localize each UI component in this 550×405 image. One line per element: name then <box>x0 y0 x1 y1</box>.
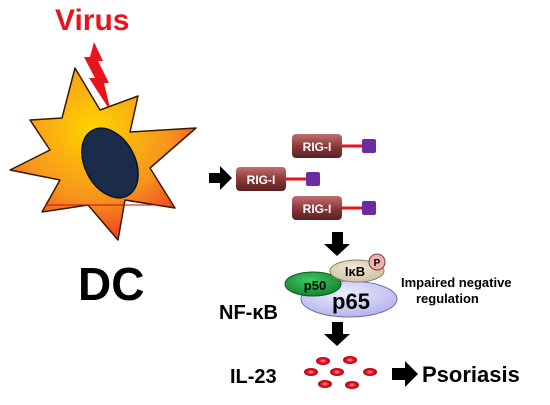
nfkb-label: NF-κB <box>219 302 278 324</box>
ikb-label: IκB <box>345 264 365 279</box>
il23-dot <box>343 356 357 364</box>
virus-label: Virus <box>55 4 130 37</box>
rig-i-top: RIG-I <box>292 134 376 158</box>
il23-dot <box>363 368 377 376</box>
p65-label: p65 <box>332 289 370 314</box>
psoriasis-label: Psoriasis <box>422 362 520 387</box>
impaired-note-line2: regulation <box>416 291 479 306</box>
dendritic-cell <box>9 67 197 241</box>
il23-dot <box>330 368 344 376</box>
rig-i-box <box>292 134 342 158</box>
nfkb-complex: p65 p50 IκB P <box>284 253 398 318</box>
rig-i-box <box>292 196 342 220</box>
dc-label: DC <box>78 258 144 310</box>
arrow-down-icon <box>324 232 350 256</box>
il23-dot <box>318 380 332 388</box>
rig-i-card-domain <box>362 139 376 153</box>
il23-cytokines <box>304 356 377 389</box>
rig-i-card-domain <box>362 201 376 215</box>
arrow-right-icon <box>209 166 232 190</box>
arrow-down-icon <box>324 322 350 346</box>
p50-subunit <box>284 271 342 297</box>
phosphate-label: P <box>374 258 381 269</box>
rig-i-label: RIG-I <box>247 173 276 187</box>
p50-label: p50 <box>304 278 326 293</box>
rig-i-label: RIG-I <box>303 140 332 154</box>
rig-i-box <box>236 167 286 191</box>
il23-dot <box>345 381 359 389</box>
lightning-bolt-icon <box>84 42 111 112</box>
phosphate-circle <box>368 253 386 271</box>
il23-dot <box>316 357 330 365</box>
arrow-right-icon <box>392 361 418 387</box>
rig-i-middle: RIG-I <box>236 167 320 191</box>
rig-i-label: RIG-I <box>303 202 332 216</box>
il23-label: IL-23 <box>230 366 277 388</box>
rig-i-card-domain <box>306 172 320 186</box>
impaired-note-line1: Impaired negative <box>401 275 512 290</box>
rig-i-bottom: RIG-I <box>292 196 376 220</box>
cell-nucleus <box>81 127 139 199</box>
il23-dot <box>304 368 318 376</box>
